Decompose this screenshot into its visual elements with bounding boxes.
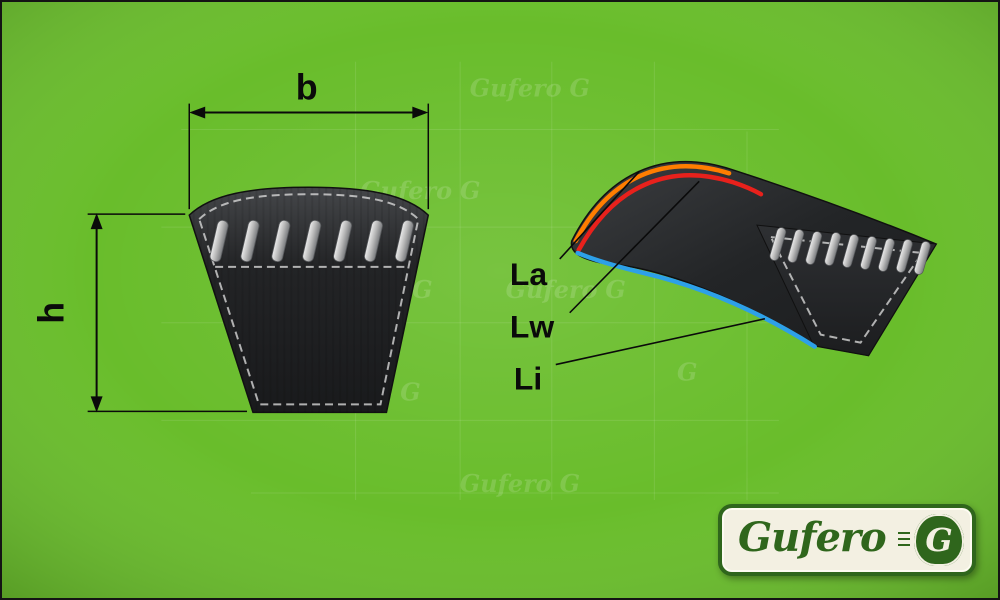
dimension-b: b [188, 68, 430, 210]
cord [860, 236, 877, 270]
arrowhead-left-icon [189, 106, 206, 119]
dimension-h: h [32, 213, 248, 413]
cord [805, 231, 822, 265]
belt-3d-cut-face [756, 224, 938, 357]
la-stripe [573, 164, 732, 244]
la-leader-line [559, 170, 641, 260]
cross-section-dashed-outline [198, 193, 420, 406]
lw-leader-line [569, 180, 700, 314]
cut-face-cords [769, 227, 931, 275]
cord [769, 227, 787, 261]
lw-stripe [576, 173, 764, 253]
cord [914, 241, 931, 275]
cord [842, 234, 859, 268]
belt-3d-view [570, 161, 938, 357]
cord [271, 220, 291, 263]
cord [302, 220, 322, 263]
cord [364, 220, 383, 263]
cord [240, 220, 260, 263]
cross-section-cords [209, 220, 414, 263]
dimension-h-label: h [32, 302, 72, 324]
brand-logo-text: Gufero [738, 514, 887, 561]
li-label: Li [514, 360, 542, 396]
cut-face-dashed-outline [769, 235, 925, 344]
li-leader-line [555, 317, 766, 366]
cross-section-view [188, 186, 430, 414]
cord [209, 220, 229, 263]
cord [824, 232, 841, 266]
cord [394, 220, 414, 263]
cord [896, 239, 913, 273]
li-stripe [575, 250, 817, 349]
cord [787, 229, 805, 263]
brand-logo: Gufero G [718, 504, 976, 576]
shield-wings-icon [898, 532, 910, 548]
arrowhead-right-icon [412, 106, 429, 119]
arrowhead-up-icon [90, 213, 103, 230]
brand-monogram: G [925, 521, 953, 559]
arrowhead-down-icon [90, 396, 103, 413]
lw-label: Lw [510, 309, 554, 345]
reference-labels: La Lw Li [510, 170, 766, 396]
dimension-b-label: b [296, 68, 318, 108]
cord [878, 238, 895, 272]
la-label: La [510, 256, 547, 292]
cord [333, 220, 353, 263]
watermark: G [677, 358, 697, 386]
brand-shield-icon: G [914, 514, 964, 566]
